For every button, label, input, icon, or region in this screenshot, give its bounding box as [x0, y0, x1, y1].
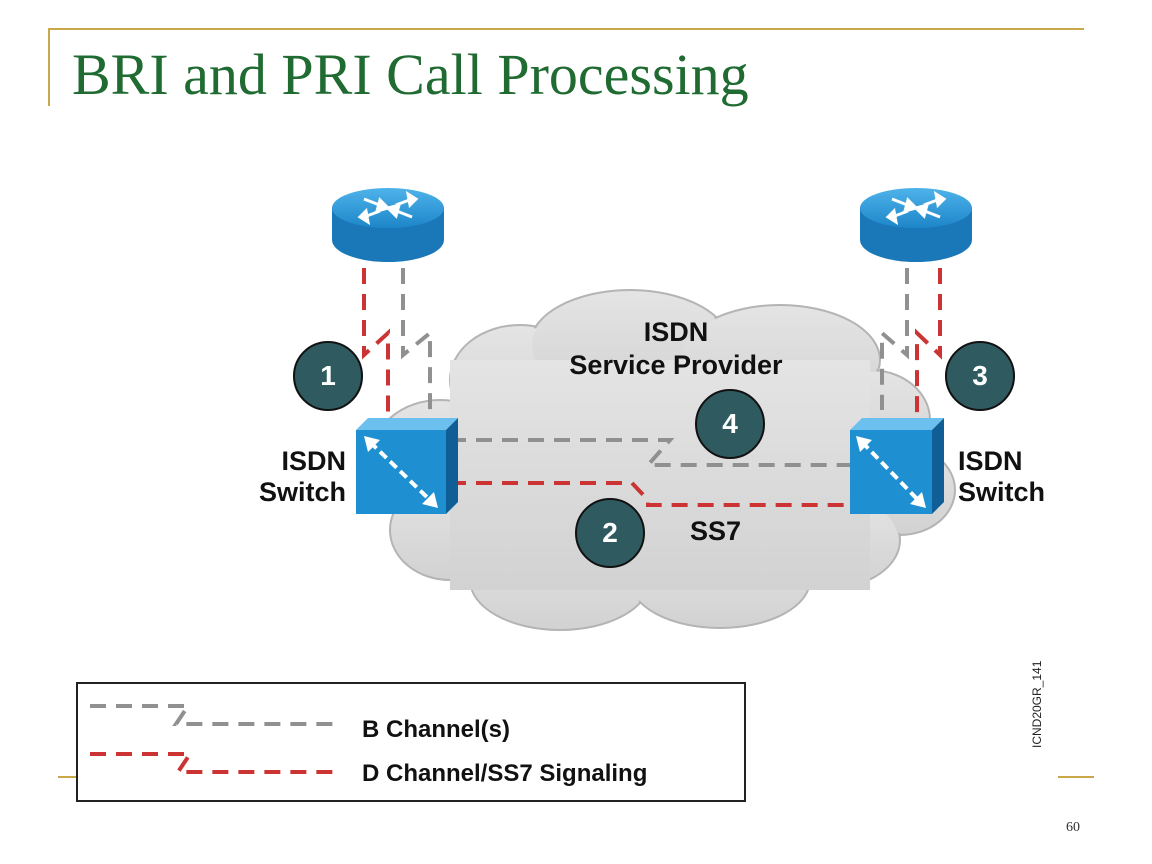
step-4-badge [695, 389, 765, 459]
left-switch-label-line2: Switch [258, 477, 346, 507]
step-3-number: 3 [972, 360, 988, 391]
step-3-badge [945, 341, 1015, 411]
right-isdn-switch-icon [850, 418, 944, 514]
legend-b-channel-line [90, 704, 333, 726]
right-switch-label-line2: Switch [958, 477, 1046, 507]
legend-b-channel-label: B Channel(s) [362, 716, 511, 743]
d-channel-line-left-access [362, 268, 390, 420]
right-router-icon [860, 188, 972, 262]
frame-top-line [48, 28, 1084, 30]
ss7-label: SS7 [690, 516, 742, 546]
right-switch-label-line1: ISDN [958, 446, 1023, 476]
d-channel-line-right-access [915, 268, 942, 420]
left-router-icon [332, 188, 444, 262]
b-channel-line-left-access [401, 268, 432, 410]
cloud-label-line2: Service Provider [569, 350, 783, 380]
left-switch-label-line1: ISDN [281, 446, 346, 476]
step-4-number: 4 [722, 408, 738, 439]
legend-box: B Channel(s) D Channel/SS7 Signaling [76, 682, 746, 802]
b-channel-line-right-access [880, 268, 909, 410]
b-channel-line-trunk [450, 438, 850, 467]
page-number: 60 [1066, 820, 1080, 835]
legend-d-channel-line [90, 752, 333, 774]
step-1-number: 1 [320, 360, 336, 391]
step-2-number: 2 [602, 517, 618, 548]
step-2-badge [575, 498, 645, 568]
left-isdn-switch-icon [356, 418, 458, 514]
frame-left-line [48, 28, 50, 106]
legend-line-samples [90, 704, 333, 774]
legend-d-channel-label: D Channel/SS7 Signaling [362, 760, 648, 787]
cloud-label-line1: ISDN [643, 317, 709, 347]
frame-bottom-left-line [58, 776, 78, 778]
slide-title: BRI and PRI Call Processing [72, 42, 749, 107]
step-1-badge [293, 341, 363, 411]
figure-code: ICND20GR_141 [1030, 660, 1044, 748]
frame-bottom-right-line [1058, 776, 1094, 778]
